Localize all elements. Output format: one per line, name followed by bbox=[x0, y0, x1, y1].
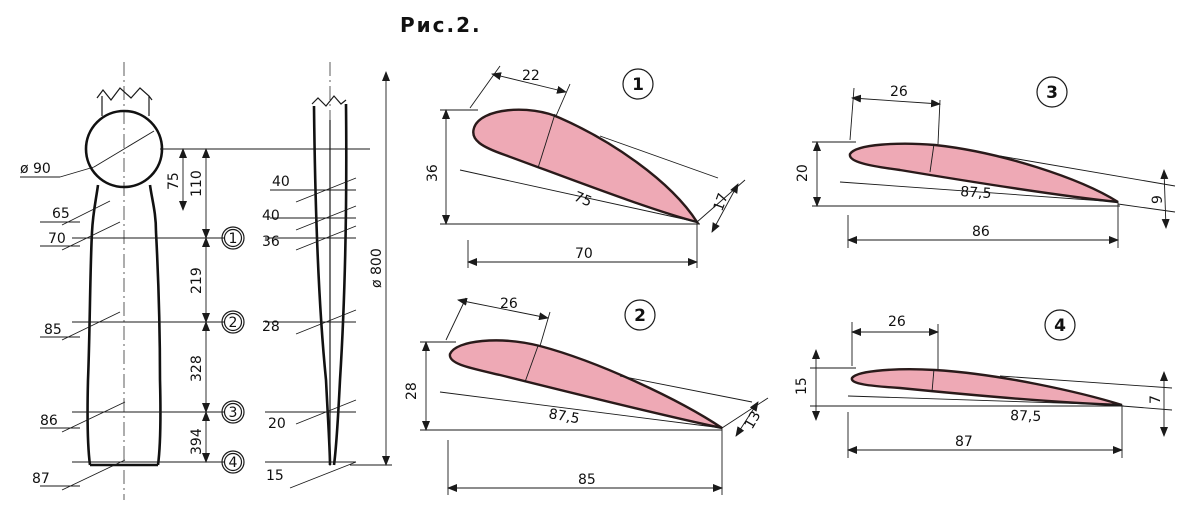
dim-label-75: 75 bbox=[166, 172, 182, 190]
svg-text:1: 1 bbox=[229, 231, 238, 247]
station-marker-1 bbox=[221, 226, 245, 250]
width-label-87: 87 bbox=[32, 471, 50, 487]
section-4-top-label: 26 bbox=[888, 314, 906, 330]
width-label-65: 65 bbox=[52, 206, 70, 222]
svg-text:4: 4 bbox=[229, 455, 238, 471]
section-2-height-label: 28 bbox=[404, 382, 420, 400]
width-label-86: 86 bbox=[40, 413, 58, 429]
blade-outline-right bbox=[148, 184, 162, 466]
width-label-85: 85 bbox=[44, 322, 62, 338]
blade-outline-left bbox=[86, 184, 100, 466]
section-1-base-label: 70 bbox=[575, 246, 593, 262]
svg-text:2: 2 bbox=[634, 306, 646, 326]
section-1-top-label: 22 bbox=[522, 68, 540, 84]
blade-side-view bbox=[265, 62, 392, 489]
thickness-label-36: 36 bbox=[262, 234, 280, 250]
section-1: 1 22 36 75 70 17 bbox=[425, 65, 746, 268]
section-4-base-label: 87 bbox=[955, 434, 973, 450]
section-2-base-label: 85 bbox=[578, 472, 596, 488]
dim-label-394: 394 bbox=[189, 428, 205, 455]
section-1-chord-label: 75 bbox=[572, 189, 595, 211]
station-marker-2 bbox=[221, 310, 245, 334]
section-3-base-label: 86 bbox=[972, 224, 990, 240]
thickness-label-40b: 40 bbox=[262, 208, 280, 224]
section-4: 4 26 15 87,5 87 7 bbox=[794, 309, 1173, 458]
section-3-chord-label: 87,5 bbox=[960, 184, 992, 202]
svg-text:3: 3 bbox=[229, 405, 238, 421]
station-marker-3 bbox=[221, 400, 245, 424]
section-3-badge bbox=[1036, 76, 1068, 108]
section-2: 2 26 28 87,5 85 13 bbox=[404, 296, 769, 495]
thickness-label-28: 28 bbox=[262, 319, 280, 335]
hub-diameter-label: ø 90 bbox=[20, 161, 51, 177]
section-4-tail-label: 7 bbox=[1148, 395, 1164, 404]
section-2-airfoil bbox=[448, 339, 723, 430]
width-label-70: 70 bbox=[48, 231, 66, 247]
front-width-labels: 65 70 85 86 87 ø 90 bbox=[20, 161, 70, 487]
thickness-label-15: 15 bbox=[266, 468, 284, 484]
section-4-airfoil bbox=[850, 368, 1123, 407]
dim-label-110: 110 bbox=[189, 170, 205, 197]
section-3-height-label: 20 bbox=[795, 164, 811, 182]
section-4-badge bbox=[1044, 309, 1076, 341]
section-2-chord-label: 87,5 bbox=[547, 406, 580, 427]
svg-text:1: 1 bbox=[632, 75, 644, 95]
rotor-diameter-label: ø 800 bbox=[369, 248, 385, 288]
station-marker-4 bbox=[221, 450, 245, 474]
section-4-chord-label: 87,5 bbox=[1010, 408, 1042, 425]
side-thickness-labels: 40 40 36 28 20 15 ø 800 bbox=[262, 174, 385, 484]
section-2-badge bbox=[624, 299, 656, 331]
section-3-tail-label: 9 bbox=[1150, 195, 1166, 204]
section-1-badge bbox=[622, 68, 654, 100]
figure-title: Рис.2. bbox=[400, 13, 482, 37]
section-4-height-label: 15 bbox=[794, 377, 810, 395]
section-1-height-label: 36 bbox=[425, 164, 441, 182]
svg-text:3: 3 bbox=[1046, 83, 1058, 103]
dim-label-328: 328 bbox=[189, 355, 205, 382]
section-3-top-label: 26 bbox=[890, 84, 908, 100]
svg-text:4: 4 bbox=[1054, 316, 1066, 336]
svg-text:2: 2 bbox=[229, 315, 238, 331]
thickness-label-20: 20 bbox=[268, 416, 286, 432]
section-2-tail-label: 13 bbox=[742, 409, 765, 432]
thickness-label-40a: 40 bbox=[272, 174, 290, 190]
section-3: 3 26 20 87,5 86 9 bbox=[795, 76, 1176, 248]
station-markers: 1 2 3 4 bbox=[221, 226, 245, 474]
vertical-dimension-labels: 75 110 219 328 394 bbox=[166, 170, 205, 455]
section-1-tail-label: 17 bbox=[711, 191, 732, 213]
section-2-top-label: 26 bbox=[500, 296, 518, 312]
blade-front-view bbox=[20, 62, 370, 500]
dim-label-219: 219 bbox=[189, 267, 205, 294]
